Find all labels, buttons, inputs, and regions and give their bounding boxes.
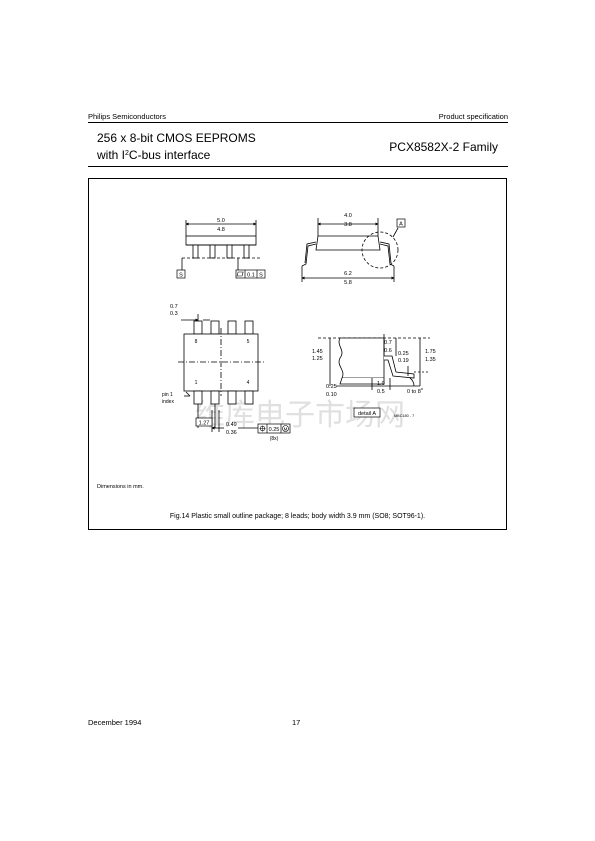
flatness-frame: 0.1 S bbox=[235, 269, 266, 279]
standoff-max: 0.25 bbox=[326, 384, 337, 390]
svg-text:M: M bbox=[284, 427, 288, 432]
lead-length-max: 1.0 bbox=[377, 381, 385, 387]
thickness-max: 0.25 bbox=[398, 351, 409, 357]
lead-width-max: 0.49 bbox=[226, 422, 237, 428]
foot-max: 0.7 bbox=[384, 340, 392, 346]
lead-length-min: 0.5 bbox=[377, 389, 385, 395]
svg-text:S: S bbox=[259, 273, 263, 279]
height-max: 1.45 bbox=[312, 349, 323, 355]
pitch-box: 1.27 bbox=[195, 417, 213, 427]
foot-min: 0.6 bbox=[384, 348, 392, 354]
footer-date: December 1994 bbox=[88, 718, 142, 727]
pin-8-label: 8 bbox=[195, 339, 198, 345]
detail-ref-box: A bbox=[396, 218, 406, 228]
side-dim-top: 5.0 bbox=[217, 218, 225, 224]
lead-top-min: 0.3 bbox=[170, 311, 178, 317]
total-height-max: 1.75 bbox=[425, 349, 436, 355]
angle-range: 0 to 8o bbox=[407, 386, 424, 395]
company-name: Philips Semiconductors bbox=[88, 112, 166, 121]
header-rule bbox=[88, 122, 508, 123]
page-title: 256 x 8-bit CMOS EEPROMS with I2C-bus in… bbox=[97, 131, 256, 162]
height-min: 1.25 bbox=[312, 356, 323, 362]
lead-count: (8x) bbox=[270, 436, 279, 442]
position-frame: 0.25 M bbox=[257, 423, 291, 434]
pin-4-label: 4 bbox=[247, 380, 250, 386]
side-dim-bottom: 4.8 bbox=[217, 227, 225, 233]
figure-box bbox=[88, 178, 507, 530]
svg-text:0.1: 0.1 bbox=[247, 273, 255, 279]
svg-text:A: A bbox=[399, 222, 403, 228]
title-rule bbox=[88, 166, 508, 167]
page-number: 17 bbox=[292, 718, 301, 727]
end-view bbox=[301, 218, 399, 282]
pin-5-label: 5 bbox=[247, 339, 250, 345]
side-view bbox=[181, 220, 260, 275]
svg-text:0.25: 0.25 bbox=[269, 427, 280, 433]
detail-a-label: detail A bbox=[353, 407, 381, 418]
svg-text:S: S bbox=[179, 273, 183, 279]
standoff-min: 0.10 bbox=[326, 392, 337, 398]
pin-1-label: 1 bbox=[195, 380, 198, 386]
end-dim-bottom: 3.8 bbox=[344, 222, 352, 228]
total-height-min: 1.35 bbox=[425, 357, 436, 363]
product-name: PCX8582X-2 Family bbox=[389, 140, 498, 154]
end-width-top: 6.2 bbox=[344, 271, 352, 277]
end-dim-top: 4.0 bbox=[344, 213, 352, 219]
datum-s-box: S bbox=[176, 269, 186, 279]
dimensions-note: Dimensions in mm. bbox=[97, 484, 144, 490]
document-type: Product specification bbox=[438, 112, 508, 121]
end-width-bottom: 5.8 bbox=[344, 280, 352, 286]
detail-a-view bbox=[318, 334, 430, 390]
pin1-index-line2: index bbox=[162, 399, 174, 405]
pin1-index-line1: pin 1 bbox=[162, 392, 173, 398]
figure-caption: Fig.14 Plastic small outline package; 8 … bbox=[169, 513, 426, 520]
svg-text:1.27: 1.27 bbox=[199, 421, 210, 427]
lead-width-min: 0.36 bbox=[226, 430, 237, 436]
thickness-min: 0.19 bbox=[398, 358, 409, 364]
svg-text:detail A: detail A bbox=[358, 411, 376, 417]
lead-top-max: 0.7 bbox=[170, 304, 178, 310]
drawing-code: MBC180 - 7 bbox=[394, 414, 414, 418]
